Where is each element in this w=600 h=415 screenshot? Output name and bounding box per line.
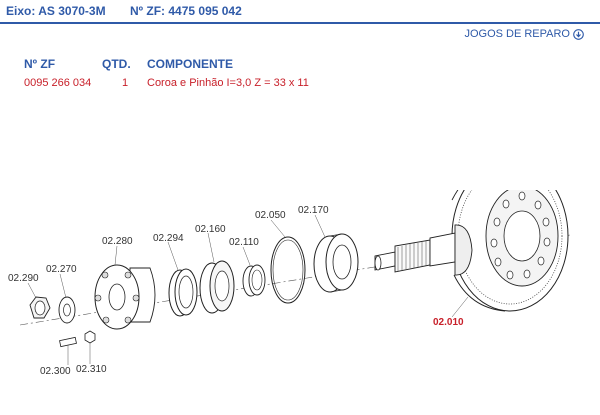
bearing-02170-part[interactable] bbox=[313, 233, 359, 293]
spacer-02110-part[interactable] bbox=[242, 264, 266, 297]
crown-gear-part[interactable] bbox=[451, 190, 569, 312]
bolt-02300-part[interactable] bbox=[59, 336, 77, 348]
label-02010[interactable]: 02.010 bbox=[433, 317, 464, 328]
table-row[interactable]: 0095 266 034 1 Coroa e Pinhão I=3,0 Z = … bbox=[24, 77, 424, 91]
header-zf: Nº ZF bbox=[24, 57, 56, 71]
cell-zf: 0095 266 034 bbox=[24, 77, 92, 89]
label-02050[interactable]: 02.050 bbox=[255, 210, 286, 221]
cell-component: Coroa e Pinhão I=3,0 Z = 33 x 11 bbox=[147, 77, 309, 89]
ring-02050-part[interactable] bbox=[270, 236, 306, 304]
nut-02290-part[interactable] bbox=[29, 296, 51, 319]
label-02160[interactable]: 02.160 bbox=[195, 224, 226, 235]
repair-kits-link[interactable]: JOGOS DE REPARO bbox=[464, 28, 584, 40]
label-02270[interactable]: 02.270 bbox=[46, 264, 77, 275]
exploded-view-drawing: 02.290 02.270 02.280 02.294 02.160 02.11… bbox=[8, 190, 571, 377]
axle-label: Eixo: AS 3070-3M bbox=[6, 4, 106, 18]
label-02110[interactable]: 02.110 bbox=[229, 237, 259, 248]
repair-kits-label: JOGOS DE REPARO bbox=[464, 28, 570, 40]
download-arrow-icon bbox=[573, 28, 584, 40]
label-02294[interactable]: 02.294 bbox=[153, 233, 184, 244]
label-02300[interactable]: 02.300 bbox=[40, 366, 71, 377]
label-02290[interactable]: 02.290 bbox=[8, 273, 39, 284]
pinion-shaft-part[interactable] bbox=[374, 224, 473, 276]
bearing-cup-02294-part[interactable] bbox=[168, 268, 198, 317]
nut-02310-part[interactable] bbox=[84, 330, 96, 344]
label-02170[interactable]: 02.170 bbox=[298, 205, 329, 216]
header-qty: QTD. bbox=[102, 57, 131, 71]
flange-02280-part[interactable] bbox=[94, 264, 156, 330]
bearing-02160-part[interactable] bbox=[199, 260, 235, 314]
label-02310[interactable]: 02.310 bbox=[76, 364, 107, 375]
header-component: COMPONENTE bbox=[147, 57, 234, 71]
label-02280[interactable]: 02.280 bbox=[102, 236, 133, 247]
cell-qty: 1 bbox=[122, 77, 129, 89]
table-header: Nº ZF QTD. COMPONENTE bbox=[24, 57, 424, 71]
top-bar: Eixo: AS 3070-3M Nº ZF: 4475 095 042 bbox=[0, 0, 600, 24]
washer-02270-part[interactable] bbox=[58, 296, 76, 324]
zf-number-label: Nº ZF: 4475 095 042 bbox=[130, 4, 242, 18]
